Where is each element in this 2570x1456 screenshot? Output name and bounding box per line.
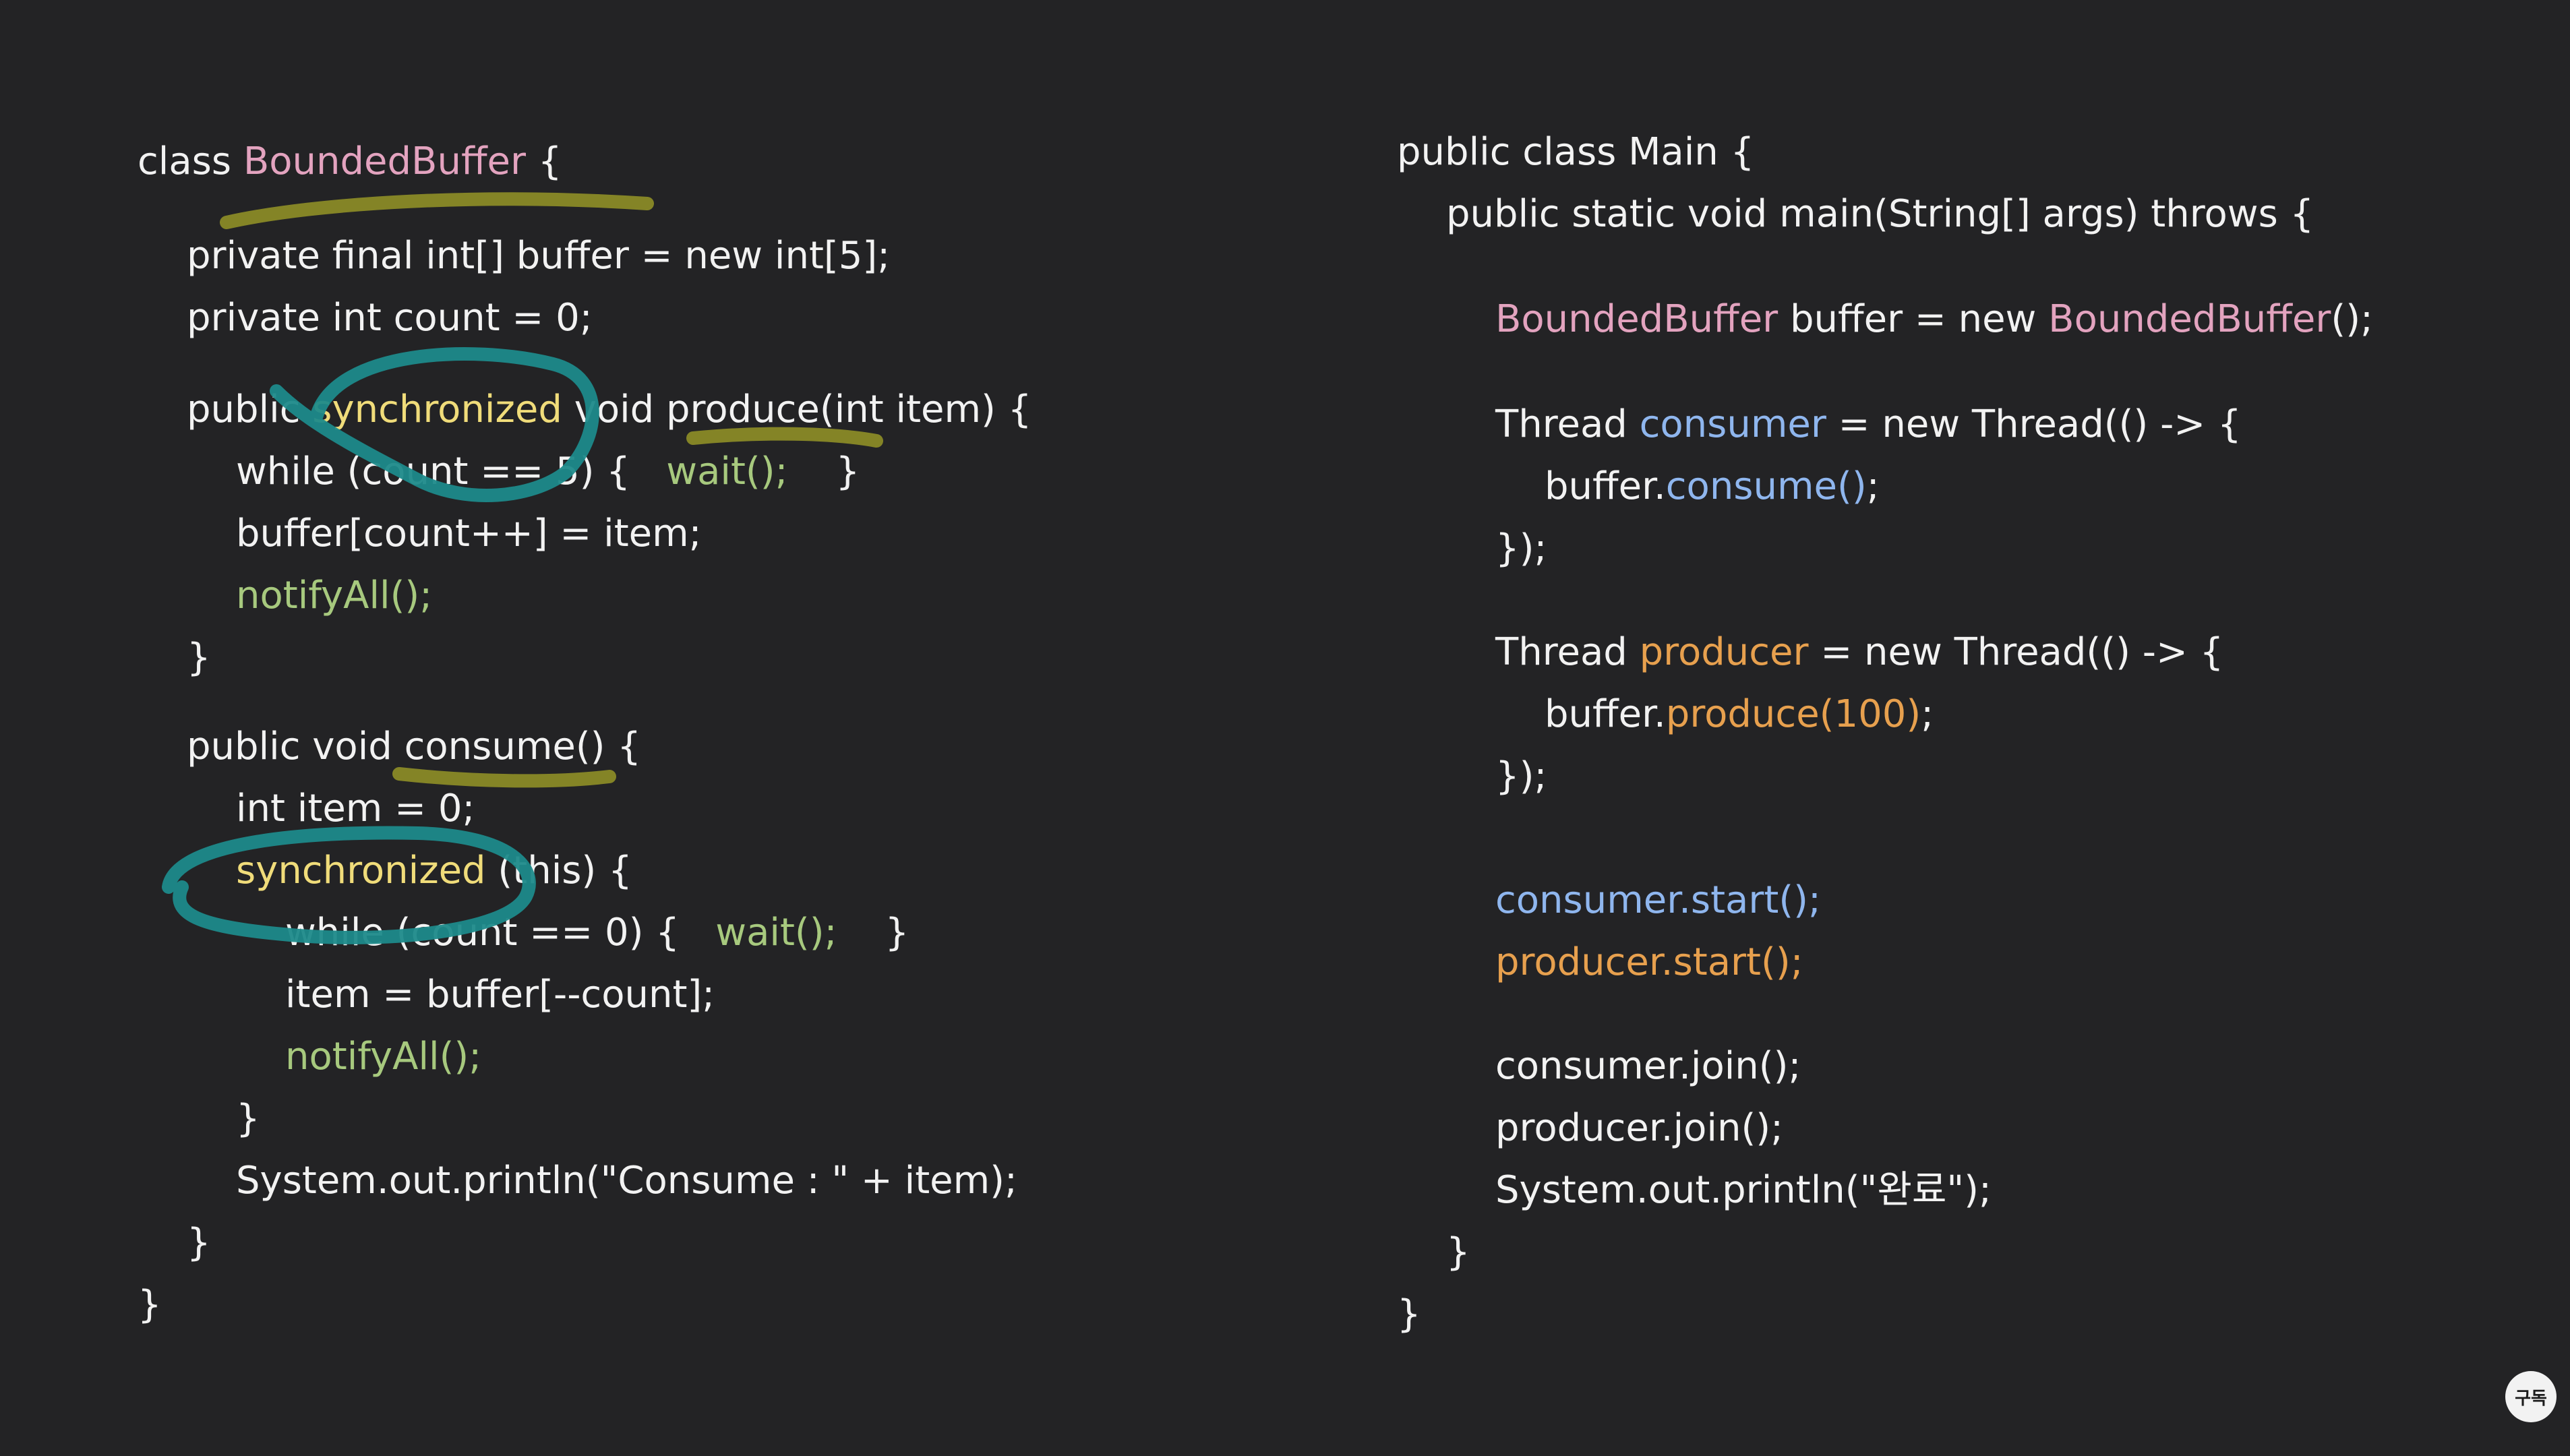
code-token: notifyAll(); [236, 574, 433, 617]
right-line-5: buffer.consume(); [1545, 460, 1880, 514]
code-token: buffer. [1545, 464, 1666, 508]
left-line-4: public synchronized void produce(int ite… [187, 383, 1032, 437]
right-line-2: public static void main(String[] args) t… [1446, 187, 2314, 241]
code-token: consumer [1639, 402, 1826, 446]
left-line-8: } [187, 631, 211, 685]
right-line-15: } [1446, 1225, 1470, 1279]
right-line-1: public class Main { [1397, 125, 1754, 179]
code-token: class [138, 140, 243, 183]
code-token: public [187, 388, 313, 431]
right-line-7: Thread producer = new Thread(() -> { [1495, 626, 2223, 679]
code-token: synchronized [236, 849, 486, 892]
code-token: producer [1639, 630, 1809, 674]
code-token: } [187, 636, 211, 679]
code-token: } [1446, 1230, 1470, 1274]
underline-consume [392, 767, 616, 788]
right-line-6: }); [1495, 522, 1547, 576]
right-line-12: consumer.join(); [1495, 1039, 1801, 1093]
code-token: } [187, 1221, 211, 1265]
code-token: producer.join(); [1495, 1106, 1783, 1150]
code-token: Thread [1495, 630, 1640, 674]
code-token: { [526, 140, 562, 183]
code-token: } [236, 1097, 260, 1141]
code-token: consume() [1665, 464, 1867, 508]
left-line-6: buffer[count++] = item; [236, 507, 702, 561]
underline-boundedbuffer [220, 192, 654, 229]
code-token: public static void main(String[] args) t… [1446, 192, 2314, 236]
code-token: wait(); [666, 450, 788, 493]
code-token: (this) { [485, 849, 632, 892]
left-line-5: while (count == 5) { wait(); } [236, 445, 860, 499]
code-token: buffer[count++] = item; [236, 512, 702, 555]
code-token: notifyAll(); [285, 1035, 482, 1079]
code-token: public class Main { [1397, 130, 1755, 174]
code-token: }); [1495, 754, 1547, 798]
code-token: produce(100) [1665, 692, 1921, 736]
code-token: } [787, 450, 860, 493]
right-line-8: buffer.produce(100); [1545, 688, 1934, 741]
left-line-2: private final int[] buffer = new int[5]; [187, 229, 890, 283]
code-token: consumer.start(); [1495, 878, 1821, 922]
code-token: private final int[] buffer = new int[5]; [187, 234, 891, 278]
code-token: int item = 0; [236, 787, 475, 830]
left-line-12: while (count == 0) { wait(); } [285, 906, 909, 960]
code-token: while (count == 0) { [285, 911, 716, 954]
code-token: ; [1921, 692, 1934, 736]
code-token: void produce(int item) { [562, 388, 1032, 431]
right-line-11: producer.start(); [1495, 936, 1803, 990]
left-line-17: } [187, 1216, 211, 1270]
code-token: } [138, 1283, 162, 1327]
code-token: producer.start(); [1495, 940, 1803, 984]
code-token: System.out.println("완료"); [1495, 1168, 1992, 1212]
code-token: } [1397, 1292, 1421, 1336]
left-line-16: System.out.println("Consume : " + item); [236, 1154, 1017, 1208]
right-line-3: BoundedBuffer buffer = new BoundedBuffer… [1495, 293, 2373, 346]
subscribe-badge[interactable]: 구독 [2505, 1371, 2557, 1422]
left-line-1: class BoundedBuffer { [138, 135, 562, 189]
code-token: Thread [1495, 402, 1640, 446]
code-token: = new Thread(() -> { [1826, 402, 2242, 446]
code-token: wait(); [715, 911, 837, 954]
code-token: } [837, 911, 909, 954]
code-token: item = buffer[--count]; [285, 973, 715, 1017]
left-line-11: synchronized (this) { [236, 844, 632, 898]
code-token: while (count == 5) { [236, 450, 667, 493]
left-line-10: int item = 0; [236, 782, 475, 836]
right-line-9: }); [1495, 750, 1547, 803]
left-line-13: item = buffer[--count]; [285, 968, 715, 1022]
left-line-3: private int count = 0; [187, 291, 593, 345]
code-token: BoundedBuffer [243, 140, 527, 183]
code-token: buffer. [1545, 692, 1666, 736]
right-line-13: producer.join(); [1495, 1101, 1783, 1155]
code-token: BoundedBuffer [2048, 297, 2331, 341]
code-token: System.out.println("Consume : " + item); [236, 1159, 1017, 1203]
right-line-16: } [1397, 1287, 1421, 1341]
code-token: (); [2331, 297, 2373, 341]
right-line-14: System.out.println("완료"); [1495, 1163, 1992, 1217]
left-line-7: notifyAll(); [236, 569, 432, 623]
code-token: private int count = 0; [187, 296, 593, 340]
left-line-9: public void consume() { [187, 720, 641, 774]
right-line-10: consumer.start(); [1495, 874, 1821, 928]
left-line-15: } [236, 1092, 260, 1146]
code-token: }); [1495, 526, 1547, 570]
code-token: public void consume() { [187, 725, 641, 768]
left-line-14: notifyAll(); [285, 1030, 481, 1084]
code-token: buffer = new [1778, 297, 2049, 341]
code-token: BoundedBuffer [1495, 297, 1779, 341]
code-token: ; [1866, 464, 1880, 508]
right-line-4: Thread consumer = new Thread(() -> { [1495, 398, 2242, 452]
code-token: synchronized [312, 388, 562, 431]
left-line-18: } [138, 1278, 162, 1332]
code-token: consumer.join(); [1495, 1044, 1801, 1088]
code-token: = new Thread(() -> { [1808, 630, 2224, 674]
